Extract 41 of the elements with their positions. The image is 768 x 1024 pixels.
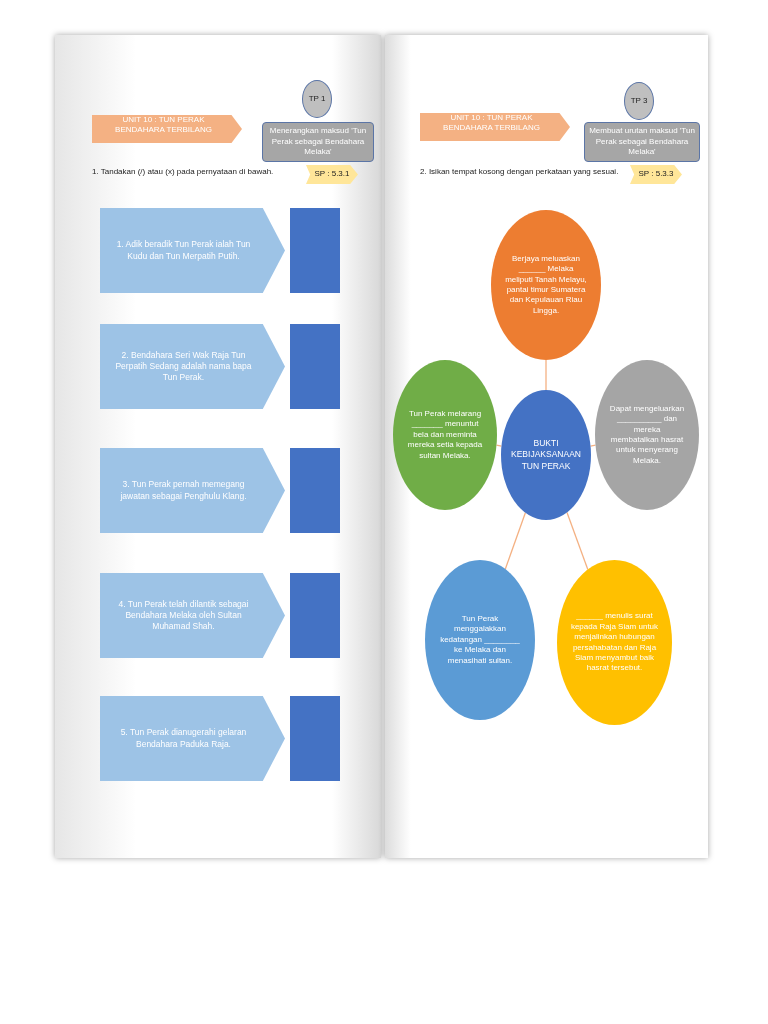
standard-text: SP : 5.3.1	[314, 169, 350, 180]
standard-tag	[306, 165, 358, 184]
statement-text: 5. Tun Perak dianugerahi gelaran Bendahara Paduka Raja.	[119, 727, 248, 750]
banner-text: UNIT 10 : TUN PERAK BENDAHARA TERBILANG	[442, 113, 541, 134]
connector-line	[589, 444, 597, 447]
bubble-text: ______ menulis surat kepada Raja Siam untuk menjalinkan hubungan persahabatan dan Raja Siam menyambut baik hasrat tersebut.	[569, 611, 660, 674]
bubble-text: Tun Perak menggalakkan kedatangan ________ ke Melaka dan menasihati sultan.	[439, 614, 521, 666]
level-text: TP 3	[630, 95, 648, 107]
instruction-text: 2. Isikan tempat kosong dengan perkataan yang sesuai.	[420, 167, 619, 176]
instruction-text: 1. Tandakan (/) atau (x) pada pernyataan di bawah.	[92, 167, 274, 176]
statement-card	[100, 573, 285, 658]
statement-text: 3. Tun Perak pernah memegang jawatan sebagai Penghulu Klang.	[119, 479, 248, 502]
bubble-text: Tun Perak melarang _______ menuntut bela dan meminta mereka setia kepada sultan Melaka.	[407, 409, 483, 461]
statement-text: 1. Adik beradik Tun Perak ialah Tun Kudu dan Tun Merpatih Putih.	[115, 239, 252, 262]
objective-box	[262, 122, 374, 162]
statement-text: 2. Bendahara Seri Wak Raja Tun Perpatih Sedang adalah nama bapa Tun Perak.	[114, 349, 253, 384]
connector-line	[566, 511, 589, 571]
objective-text: Membuat urutan maksud 'Tun Perak sebagai Bendahara Melaka'	[589, 126, 695, 158]
answer-box	[290, 573, 340, 658]
statement-text: 4. Tun Perak telah dilantik sebagai Bendahara Melaka oleh Sultan Muhamad Shah.	[117, 598, 250, 633]
connector-line	[495, 444, 503, 447]
standard-tag	[630, 165, 682, 184]
answer-box	[290, 208, 340, 293]
connector-line	[545, 359, 547, 391]
standard-text: SP : 5.3.3	[638, 169, 674, 180]
statement-card	[100, 208, 285, 293]
title-banner	[92, 115, 242, 143]
title-banner	[420, 113, 570, 141]
connector-line	[504, 512, 527, 570]
answer-box	[290, 696, 340, 781]
bubble-text: Berjaya meluaskan ______ Melaka meliputi Tanah Melayu, pantai timur Sumatera dan Kepulauan Riau Lingga.	[505, 253, 587, 317]
objective-text: Menerangkan maksud 'Tun Perak sebagai Bendahara Melaka'	[268, 126, 368, 158]
level-text: TP 1	[308, 93, 326, 105]
statement-card	[100, 696, 285, 781]
banner-text: UNIT 10 : TUN PERAK BENDAHARA TERBILANG	[114, 115, 213, 136]
answer-box	[290, 324, 340, 409]
statement-card	[100, 448, 285, 533]
bubble-text: Dapat mengeluarkan __________ dan mereka membatalkan hasrat untuk menyerang Melaka.	[609, 403, 685, 467]
topic-text: BUKTI KEBIJAKSANAAN TUN PERAK	[511, 438, 581, 472]
statement-card	[100, 324, 285, 409]
answer-box	[290, 448, 340, 533]
